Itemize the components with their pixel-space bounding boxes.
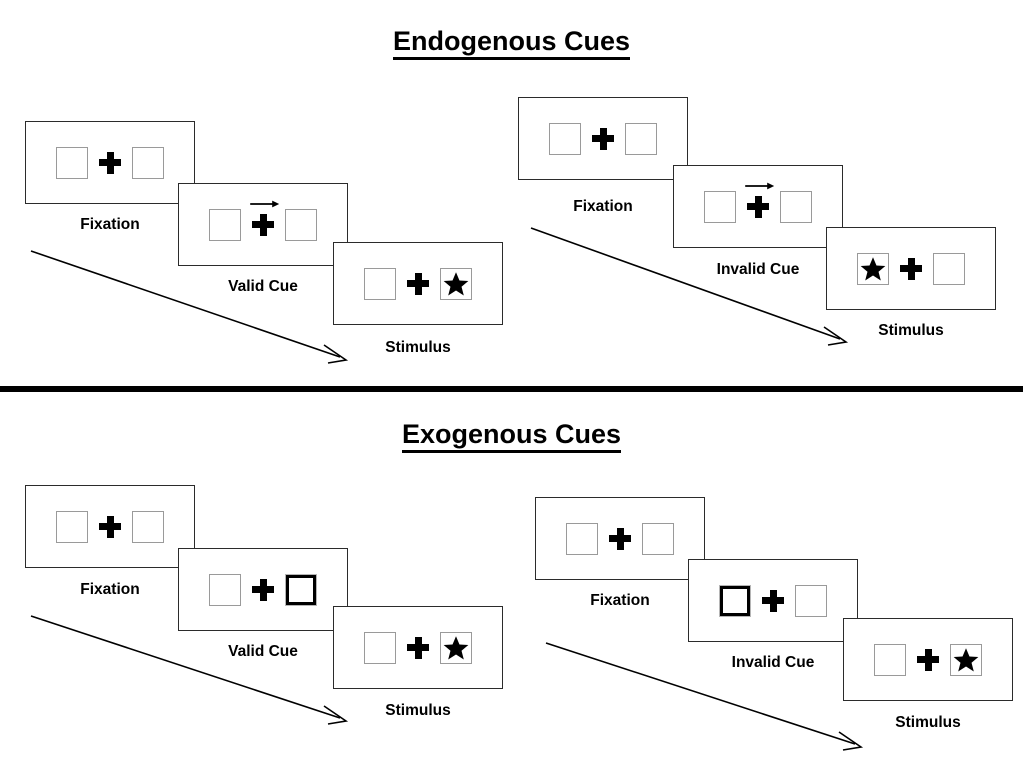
frame-exogenous-valid-fixation[interactable] [25,485,195,568]
caption-exogenous-invalid-fixation: Fixation [590,592,650,609]
placeholder-box-right [642,522,674,555]
plus-icon [917,648,939,671]
placeholder-box-left [704,190,736,223]
frame-content [209,573,317,606]
plus-icon [252,578,274,601]
section-title-endogenous-text: Endogenous Cues [392,26,630,60]
plus-icon [99,515,121,538]
frame-content [719,584,827,617]
frame-content [364,267,472,300]
frame-exogenous-invalid-stimulus[interactable] [843,618,1013,701]
frame-exogenous-valid-cue[interactable] [178,548,348,631]
star-icon [860,256,886,280]
frame-endogenous-valid-cue[interactable] [178,183,348,266]
frame-exogenous-invalid-fixation[interactable] [535,497,705,580]
star-icon [443,635,469,659]
caption-exogenous-invalid-cue: Invalid Cue [731,654,815,671]
placeholder-box-left [874,643,906,676]
caption-endogenous-invalid-stimulus: Stimulus [878,322,944,339]
placeholder-box-right-cued [285,573,317,606]
frame-content [56,146,164,179]
frame-exogenous-valid-stimulus[interactable] [333,606,503,689]
frame-exogenous-invalid-cue[interactable] [688,559,858,642]
plus-icon [609,527,631,550]
caption-endogenous-valid-stimulus: Stimulus [385,339,451,356]
placeholder-box-left [56,146,88,179]
section-title-exogenous-text: Exogenous Cues [401,419,622,453]
placeholder-box-left-target [857,252,889,285]
frame-content [209,200,317,241]
placeholder-box-left [364,631,396,664]
frame-endogenous-invalid-fixation[interactable] [518,97,688,180]
frame-content [857,252,965,285]
arrow-right-icon [745,182,775,189]
frame-endogenous-invalid-cue[interactable] [673,165,843,248]
frame-endogenous-valid-stimulus[interactable] [333,242,503,325]
plus-icon [745,182,775,218]
placeholder-box-right [933,252,965,285]
placeholder-box-left-cued [719,584,751,617]
caption-exogenous-valid-fixation: Fixation [80,581,140,598]
caption-endogenous-invalid-fixation: Fixation [573,198,633,215]
frame-content [56,510,164,543]
placeholder-box-left [56,510,88,543]
plus-icon [250,200,280,236]
caption-exogenous-invalid-stimulus: Stimulus [895,714,961,731]
placeholder-box-right [132,510,164,543]
plus-icon [592,127,614,150]
frame-content [549,122,657,155]
frame-content [874,643,982,676]
caption-exogenous-valid-stimulus: Stimulus [385,702,451,719]
arrow-right-icon [250,200,280,207]
frame-endogenous-invalid-stimulus[interactable] [826,227,996,310]
plus-icon [407,272,429,295]
placeholder-box-right-target [440,631,472,664]
section-divider [0,386,1023,392]
caption-exogenous-valid-cue: Valid Cue [228,643,298,660]
placeholder-box-left [566,522,598,555]
placeholder-box-left [364,267,396,300]
caption-endogenous-invalid-cue: Invalid Cue [716,261,800,278]
plus-icon [407,636,429,659]
star-icon [443,271,469,295]
frame-content [566,522,674,555]
placeholder-box-left [549,122,581,155]
caption-endogenous-valid-cue: Valid Cue [228,278,298,295]
placeholder-box-right [625,122,657,155]
placeholder-box-right-target [950,643,982,676]
plus-icon [762,589,784,612]
placeholder-box-right [285,208,317,241]
frame-content [364,631,472,664]
caption-endogenous-valid-fixation: Fixation [80,216,140,233]
star-icon [953,647,979,671]
placeholder-box-left [209,573,241,606]
frame-endogenous-valid-fixation[interactable] [25,121,195,204]
plus-icon [900,257,922,280]
placeholder-box-left [209,208,241,241]
placeholder-box-right [795,584,827,617]
placeholder-box-right-target [440,267,472,300]
frame-content [704,182,812,223]
section-title-endogenous: Endogenous Cues [0,26,1023,60]
placeholder-box-right [132,146,164,179]
plus-icon [99,151,121,174]
section-title-exogenous: Exogenous Cues [0,419,1023,453]
placeholder-box-right [780,190,812,223]
